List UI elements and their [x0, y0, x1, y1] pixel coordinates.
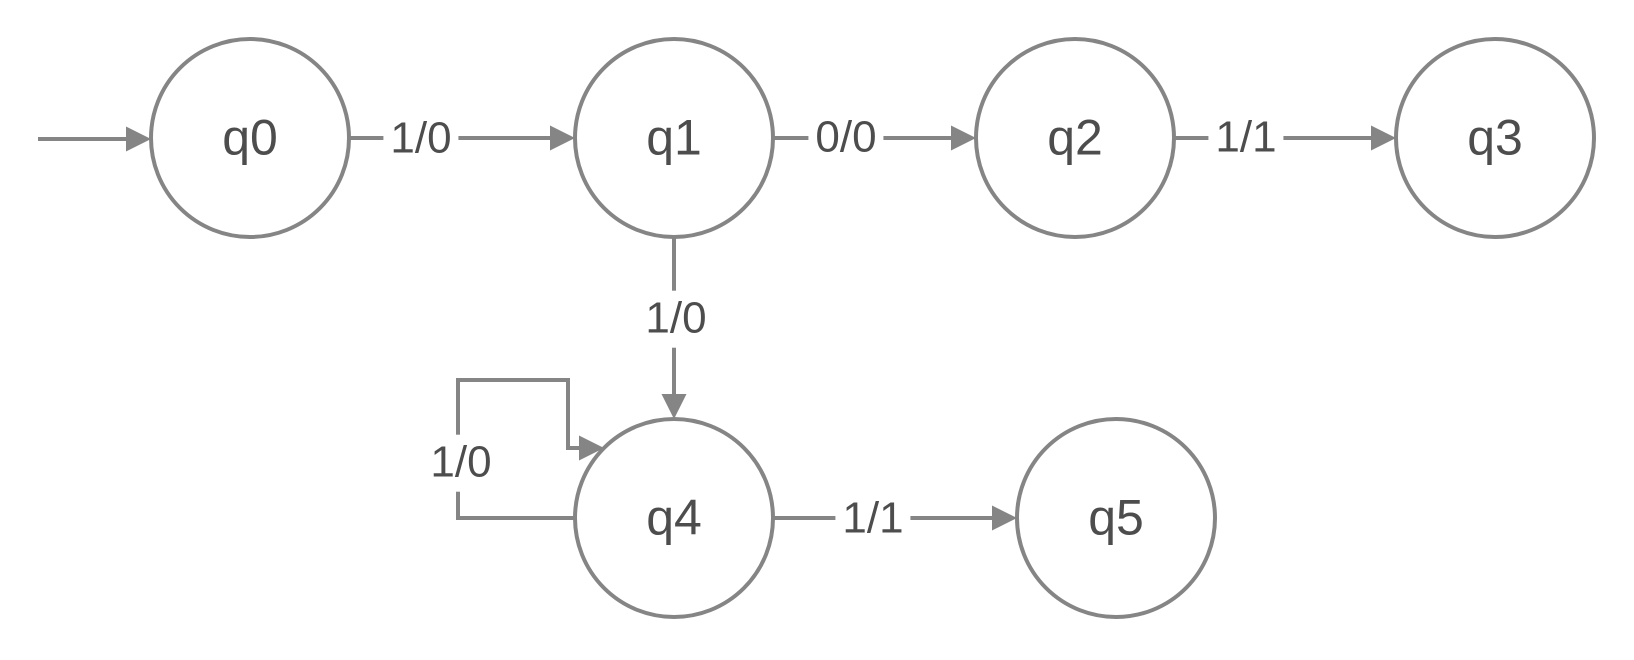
- state-label-q1: q1: [646, 109, 702, 166]
- state-circle-q4: [573, 417, 775, 619]
- transition-label-q1-q2: 0/0: [808, 109, 884, 167]
- arrowhead-q4-loop-icon: [579, 435, 604, 461]
- state-label-q0: q0: [222, 109, 278, 166]
- start-arrowhead-icon: [126, 126, 151, 152]
- transition-label-q2-q3: 1/1: [1208, 109, 1284, 167]
- transition-label-q4-loop: 1/0: [423, 434, 499, 492]
- transition-label-q1-q4: 1/0: [638, 290, 714, 348]
- state-circle-q1: [573, 37, 775, 239]
- arrowhead-q1-q2-icon: [951, 125, 976, 151]
- state-circle-q0: [149, 37, 351, 239]
- state-label-q2: q2: [1047, 109, 1103, 166]
- state-circle-q3: [1394, 37, 1596, 239]
- arrowhead-q0-q1-icon: [550, 125, 575, 151]
- state-circle-q2: [974, 37, 1176, 239]
- state-label-q5: q5: [1088, 489, 1144, 546]
- arrowhead-q4-q5-icon: [992, 505, 1017, 531]
- state-label-q3: q3: [1467, 109, 1523, 166]
- state-circle-q5: [1015, 417, 1217, 619]
- transition-label-q0-q1: 1/0: [383, 110, 459, 168]
- self-loop-line-q4: [456, 378, 579, 520]
- arrowhead-q2-q3-icon: [1371, 125, 1396, 151]
- transition-label-q4-q5: 1/1: [835, 490, 911, 548]
- state-label-q4: q4: [646, 489, 702, 546]
- arrowhead-q1-q4-icon: [661, 394, 687, 419]
